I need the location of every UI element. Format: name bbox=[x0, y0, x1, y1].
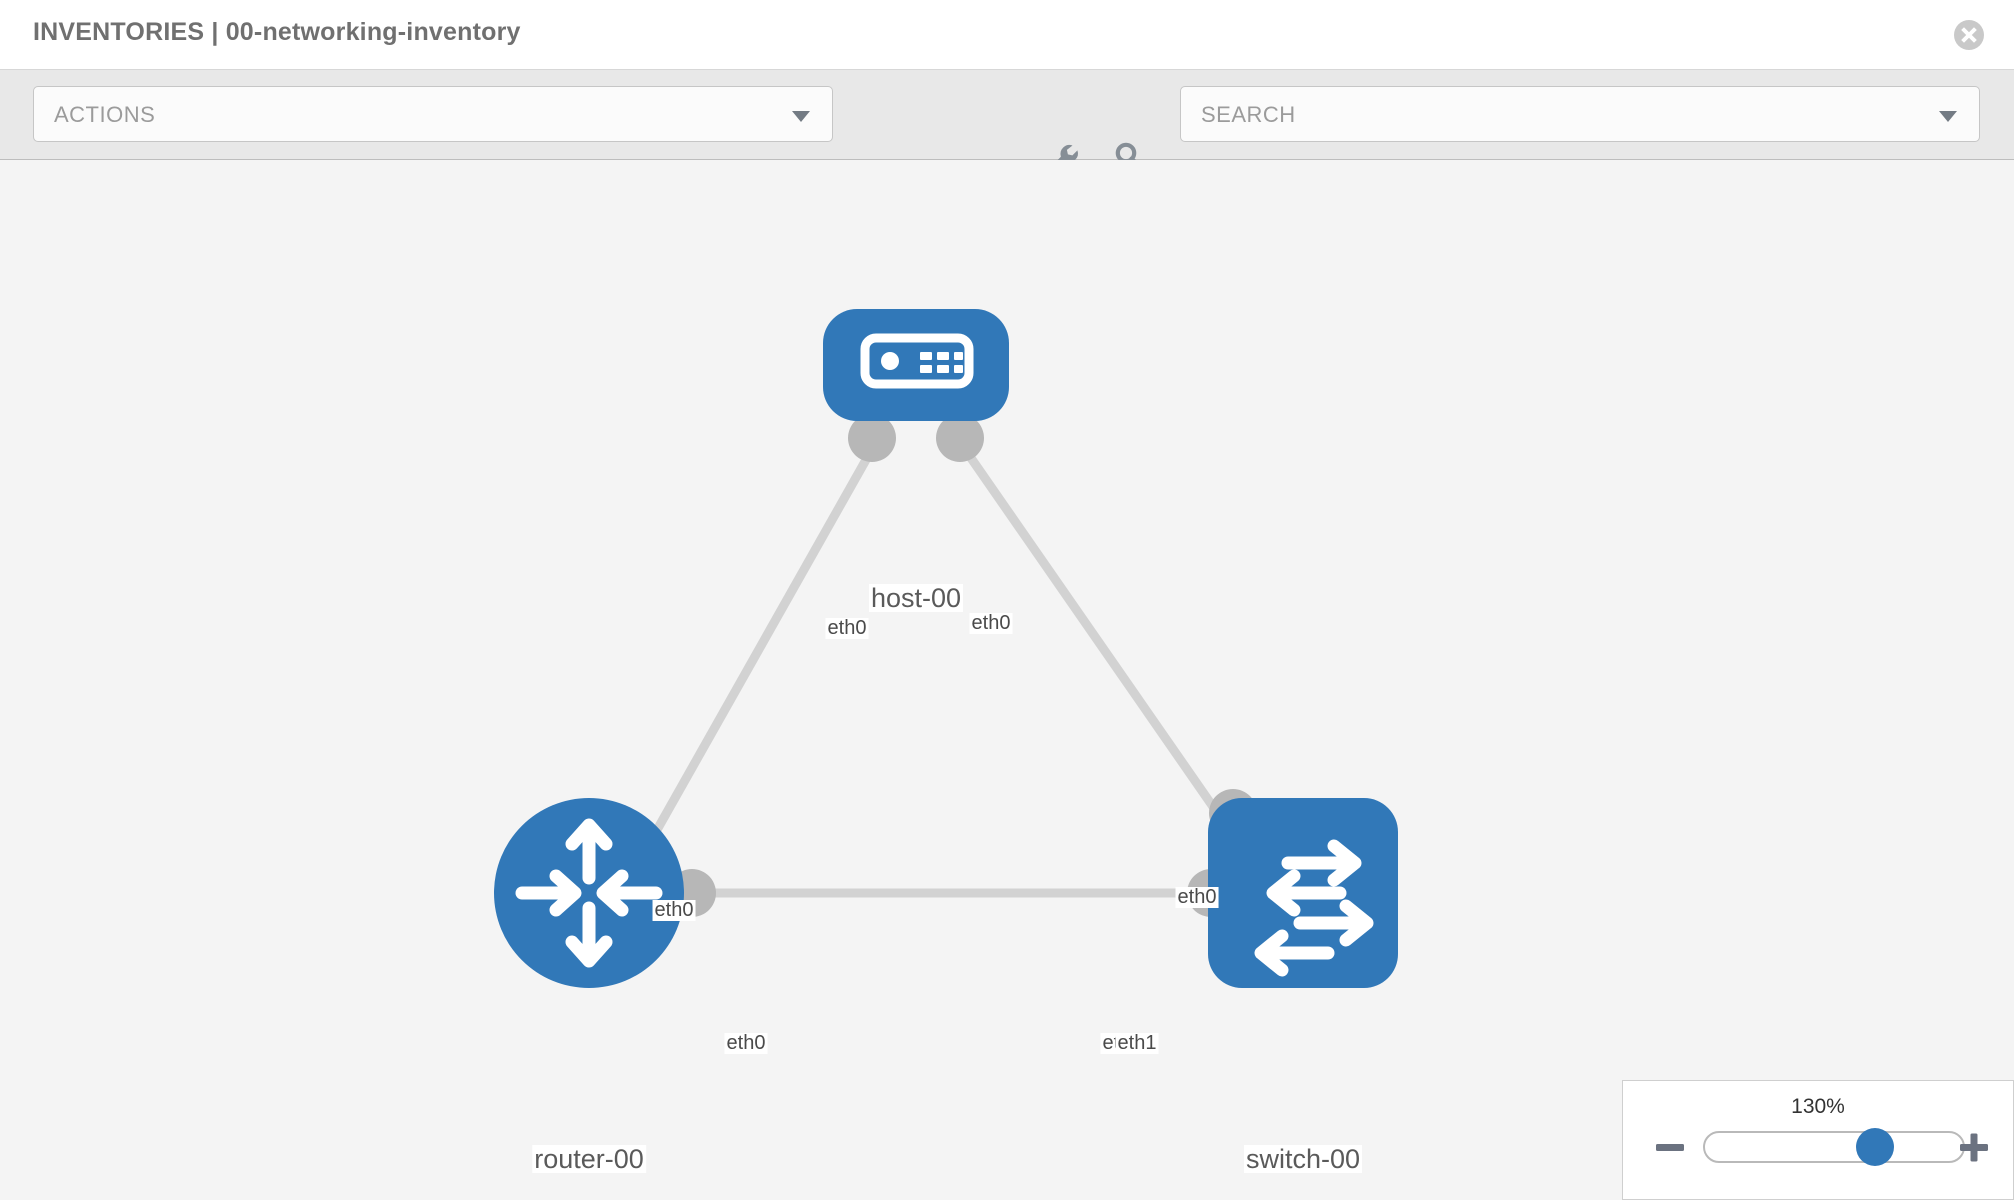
toolbar: ACTIONS SEARCH bbox=[0, 70, 2014, 174]
topology-plugs bbox=[668, 414, 1257, 917]
iface-label: eth0 bbox=[652, 899, 696, 921]
plus-icon[interactable] bbox=[1957, 1130, 1991, 1164]
actions-dropdown-label: ACTIONS bbox=[54, 102, 156, 127]
close-icon[interactable] bbox=[1954, 20, 1984, 50]
switch-icon bbox=[1254, 839, 1374, 977]
iface-label: eth0 bbox=[724, 1032, 768, 1054]
link-host-switch bbox=[951, 432, 1254, 863]
window-header: INVENTORIES | 00-networking-inventory bbox=[0, 0, 2014, 70]
topology-links bbox=[636, 432, 1254, 898]
server-icon bbox=[860, 333, 974, 389]
node-label-router-00: router-00 bbox=[532, 1144, 646, 1174]
node-router-00 bbox=[494, 798, 684, 988]
iface-label: eth0 bbox=[969, 612, 1013, 634]
link-host-router bbox=[636, 432, 884, 863]
node-label-host-00: host-00 bbox=[868, 583, 964, 613]
zoom-slider-thumb[interactable] bbox=[1856, 1128, 1895, 1166]
search-placeholder: SEARCH bbox=[1201, 102, 1296, 127]
topology-canvas[interactable]: eth0 eth0 eth0 eth0 eth0 eth0 eth1 host-… bbox=[0, 160, 2014, 1200]
iface-label: eth0 bbox=[825, 617, 869, 639]
zoom-control-panel: 130% bbox=[1622, 1080, 2014, 1200]
node-host-00 bbox=[823, 309, 1009, 421]
minus-icon[interactable] bbox=[1653, 1130, 1687, 1164]
node-label-switch-00: switch-00 bbox=[1243, 1144, 1363, 1174]
plug-host-eth0-right bbox=[936, 414, 984, 462]
node-switch-00 bbox=[1208, 798, 1398, 988]
zoom-level-label: 130% bbox=[1791, 1095, 1845, 1118]
chevron-down-icon bbox=[792, 111, 810, 122]
router-icon bbox=[515, 818, 663, 968]
plug-host-eth0-left bbox=[848, 414, 896, 462]
chevron-down-icon[interactable] bbox=[1939, 111, 1957, 122]
actions-dropdown[interactable]: ACTIONS bbox=[33, 86, 833, 142]
search-input[interactable]: SEARCH bbox=[1180, 86, 1980, 142]
iface-label: eth0 bbox=[1175, 886, 1219, 908]
zoom-slider[interactable] bbox=[1703, 1128, 1965, 1166]
page-title: INVENTORIES | 00-networking-inventory bbox=[33, 18, 521, 46]
topology-graph bbox=[494, 309, 1398, 988]
iface-label: eth1 bbox=[1115, 1032, 1159, 1054]
